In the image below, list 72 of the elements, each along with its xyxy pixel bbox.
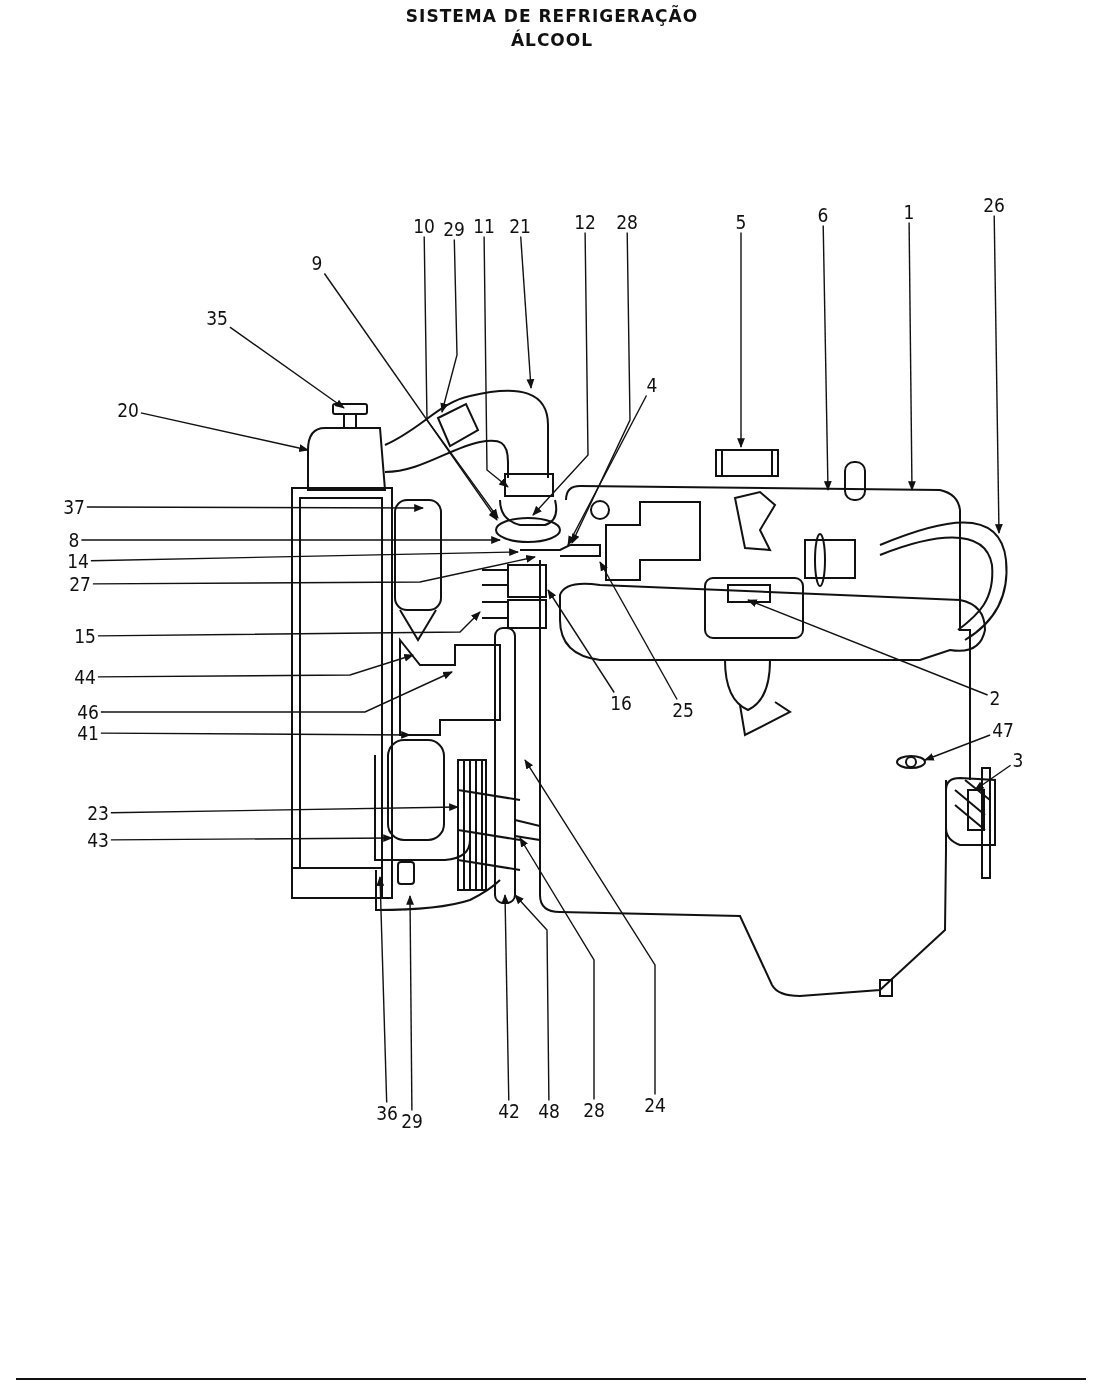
leader-line: [737, 231, 745, 448]
leader-line: [140, 412, 309, 452]
callout-number: 6: [816, 205, 830, 225]
callout-number: 28: [582, 1100, 606, 1120]
callout-number: 46: [76, 702, 100, 722]
leader-line: [110, 803, 459, 814]
callout-number: 5: [734, 212, 748, 232]
leader-line: [747, 599, 989, 696]
callout-number: 23: [86, 803, 110, 823]
leader-line: [423, 235, 499, 519]
callout-number: 10: [412, 216, 436, 236]
diagram-title: SISTEMA DE REFRIGERAÇÃO: [404, 6, 700, 26]
callout-number: 29: [400, 1111, 424, 1131]
leader-line: [524, 759, 656, 1096]
leader-line: [97, 611, 481, 637]
leader-line: [323, 272, 498, 521]
callout-number: 1: [902, 202, 916, 222]
callout-number: 16: [609, 693, 633, 713]
leader-line: [571, 231, 631, 544]
leader-line: [547, 589, 615, 694]
callout-number: 15: [73, 626, 97, 646]
leader-line: [100, 731, 411, 739]
callout-number: 28: [615, 212, 639, 232]
leader-line: [519, 837, 595, 1101]
leader-line: [924, 734, 991, 761]
callout-number: 21: [508, 216, 532, 236]
leader-line: [532, 231, 589, 516]
callout-number: 8: [67, 530, 81, 550]
callout-number: 3: [1011, 750, 1025, 770]
leader-line: [80, 536, 501, 544]
leader-line: [100, 671, 453, 713]
callout-number: 36: [375, 1103, 399, 1123]
leader-line: [97, 653, 414, 678]
leader-line: [440, 238, 458, 413]
callout-number: 26: [982, 195, 1006, 215]
callout-number: 2: [988, 688, 1002, 708]
callout-number: 11: [472, 216, 496, 236]
callout-number: 41: [76, 723, 100, 743]
leader-line: [110, 834, 393, 842]
leader-line: [974, 764, 1012, 791]
callout-number: 27: [68, 574, 92, 594]
leader-line: [483, 235, 509, 488]
callout-number: 12: [573, 212, 597, 232]
callout-number: 37: [62, 497, 86, 517]
leader-line: [599, 561, 678, 701]
leader-line: [229, 326, 345, 409]
callout-number: 25: [671, 700, 695, 720]
callout-number: 43: [86, 830, 110, 850]
leader-line: [376, 876, 388, 1104]
subtitle: ÁLCOOL: [509, 30, 595, 50]
leader-line: [822, 224, 832, 491]
leader-line: [567, 394, 648, 546]
callout-number: 44: [73, 667, 97, 687]
callout-number: 9: [310, 253, 324, 273]
callout-number: 24: [643, 1095, 667, 1115]
callout-number: 35: [205, 308, 229, 328]
leader-line: [514, 894, 550, 1102]
callout-number: 29: [442, 219, 466, 239]
leader-line: [501, 894, 510, 1102]
callout-number: 20: [116, 400, 140, 420]
leader-line: [90, 548, 519, 562]
callout-number: 14: [66, 551, 90, 571]
callout-number: 48: [537, 1101, 561, 1121]
leader-line: [908, 221, 916, 491]
leader-line: [993, 214, 1003, 534]
leader-line: [92, 555, 536, 585]
callout-number: 47: [991, 720, 1015, 740]
leader-line: [86, 504, 424, 512]
leader-line: [406, 895, 414, 1112]
callout-number: 4: [645, 375, 659, 395]
callout-number: 42: [497, 1101, 521, 1121]
leader-line: [520, 235, 535, 389]
